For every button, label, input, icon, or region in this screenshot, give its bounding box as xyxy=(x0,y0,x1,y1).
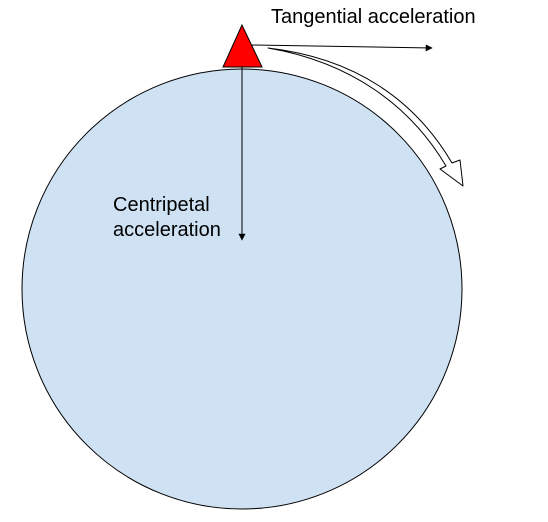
motion-direction-curved-arrow xyxy=(267,47,464,187)
centripetal-label-line-1: Centripetal xyxy=(113,194,210,216)
centripetal-label-line-2: acceleration xyxy=(113,219,221,241)
tangential-acceleration-arrow xyxy=(250,44,433,52)
moving-object-triangle xyxy=(222,23,263,68)
tangential-acceleration-label: Tangential acceleration xyxy=(271,6,476,28)
centripetal-acceleration-label: Centripetal acceleration xyxy=(113,193,221,243)
